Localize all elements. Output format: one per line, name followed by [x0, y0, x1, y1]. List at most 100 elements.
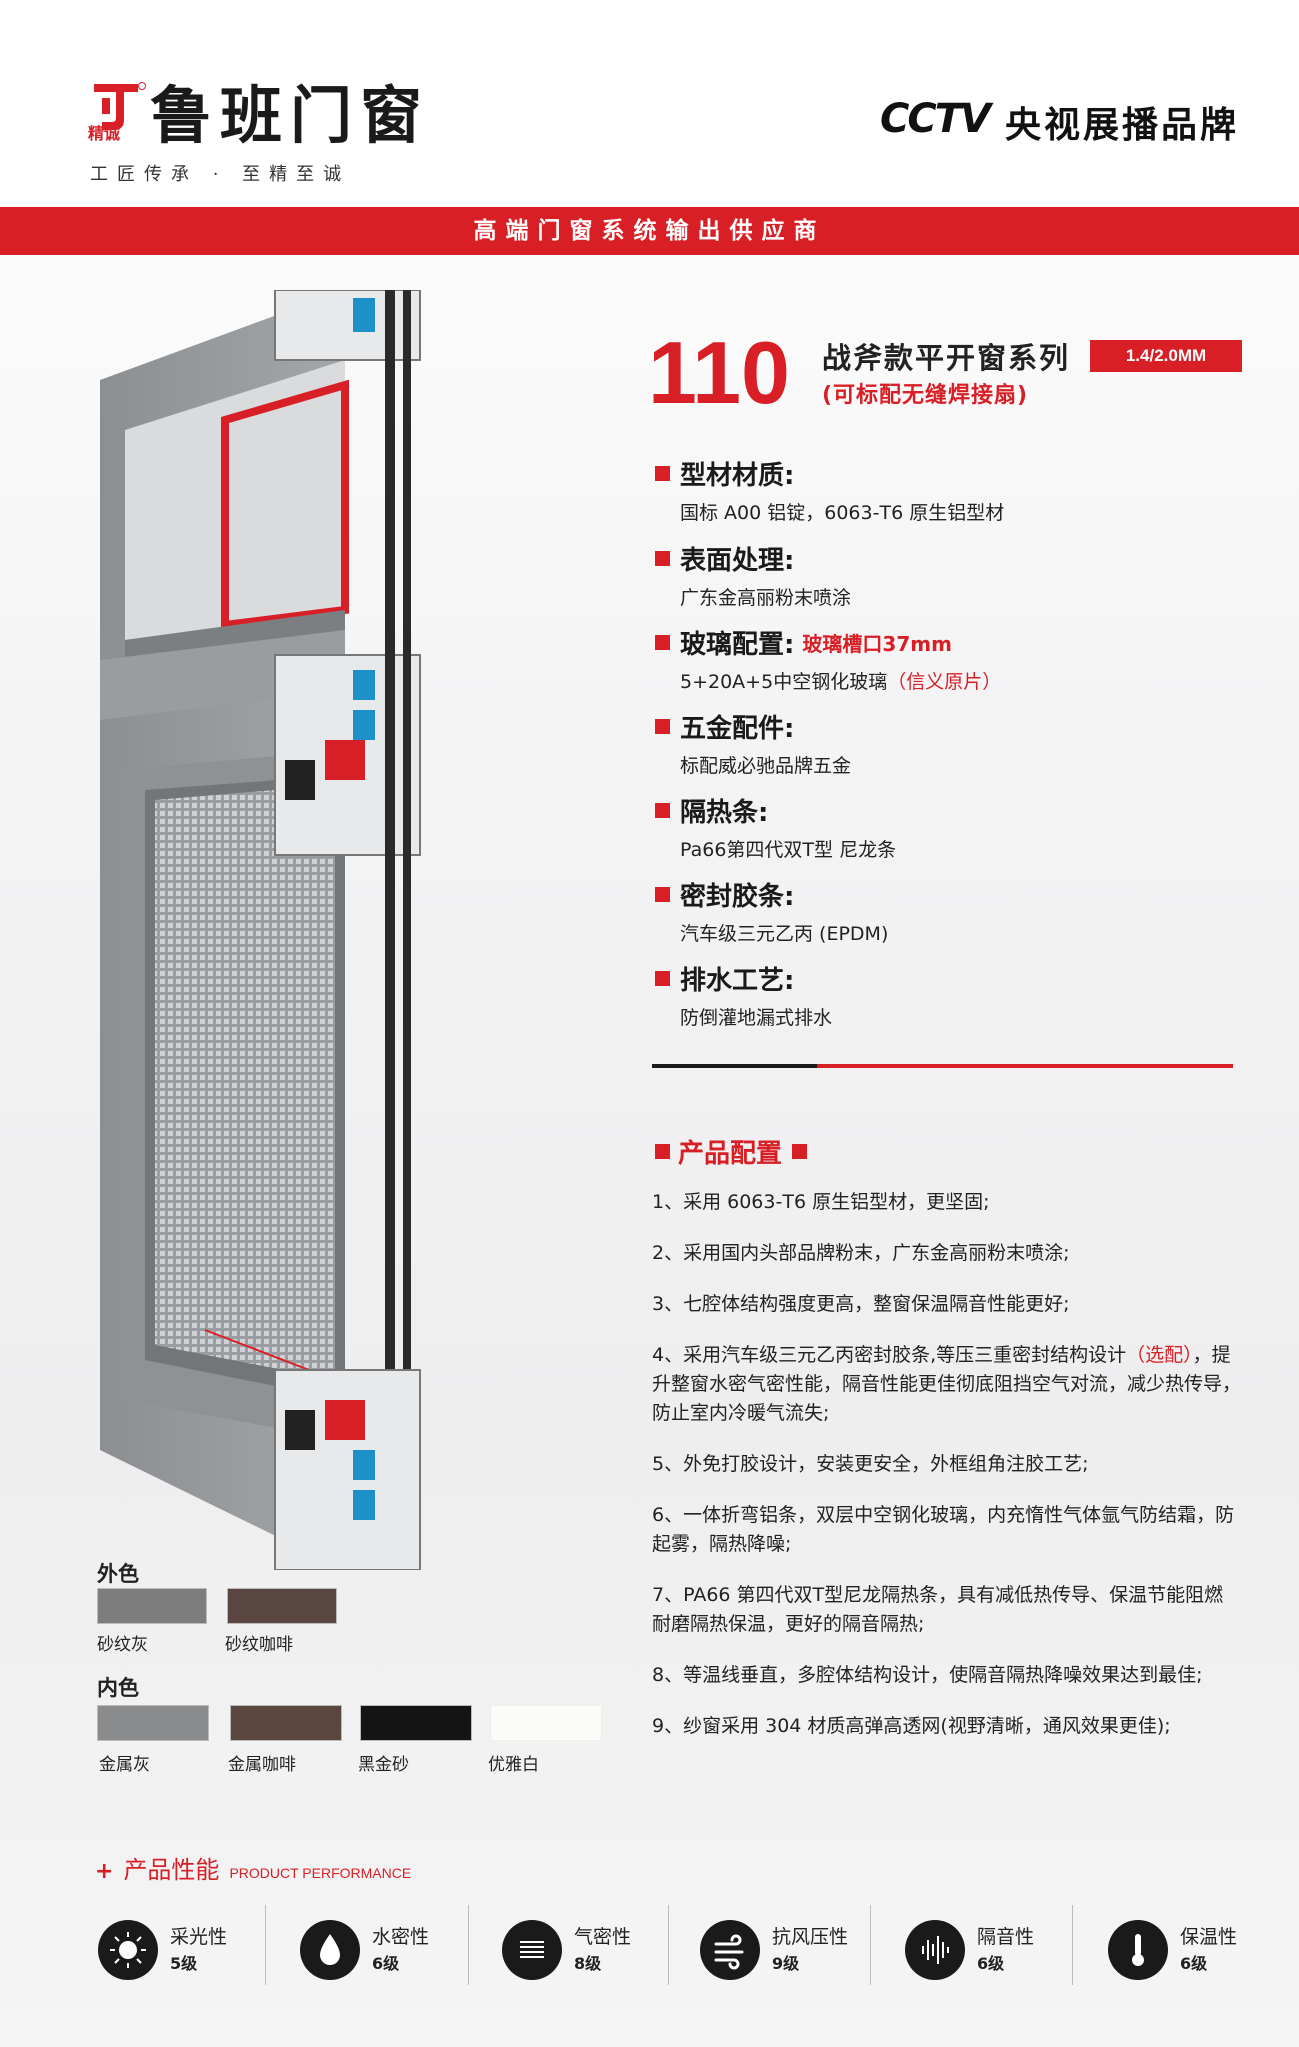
config-item: 5、外免打胶设计，安装更安全，外框组角注胶工艺; — [652, 1453, 1089, 1475]
divider — [668, 1905, 669, 1985]
swatch-label: 砂纹灰 — [97, 1635, 148, 1655]
bullet-square-icon — [655, 466, 670, 481]
spec-title: 五金配件: — [680, 714, 795, 744]
inner-color-title: 内色 — [97, 1676, 139, 1700]
brand-logo-icon — [88, 80, 146, 142]
config-item-red: （选配） — [1126, 1344, 1193, 1366]
plus-icon: + — [95, 1859, 114, 1884]
performance-title: + 产品性能 PRODUCT PERFORMANCE — [95, 1850, 411, 1885]
spec-title: 排水工艺: — [680, 966, 795, 996]
config-title-text: 产品配置 — [678, 1139, 783, 1169]
swatch-label: 金属灰 — [99, 1755, 150, 1775]
divider — [468, 1905, 469, 1985]
bullet-square-icon — [655, 635, 670, 650]
swatch-label: 砂纹咖啡 — [225, 1635, 293, 1655]
bullet-square-icon — [655, 551, 670, 566]
spec-desc: 汽车级三元乙丙 (EPDM) — [680, 923, 889, 945]
performance-level: 9级 — [772, 1954, 800, 1973]
spec-item: 密封胶条: 汽车级三元乙丙 (EPDM) — [655, 876, 888, 946]
spec-desc: Pa66第四代双T型 尼龙条 — [680, 839, 897, 861]
cctv-text: 央视展播品牌 — [1005, 105, 1240, 146]
bullet-square-icon — [655, 1144, 670, 1159]
config-section-title: 产品配置 — [655, 1133, 808, 1170]
performance-label: 抗风压性 — [772, 1926, 849, 1948]
color-swatch — [490, 1705, 602, 1741]
series-name: 战斧款平开窗系列 — [822, 341, 1071, 375]
config-item: 8、等温线垂直，多腔体结构设计，使隔音隔热降噪效果达到最佳; — [652, 1664, 1203, 1686]
performance-title-cn: 产品性能 — [123, 1856, 220, 1884]
spec-desc-text: 5+20A+5中空钢化玻璃 — [680, 671, 888, 693]
banner-text: 高端门窗系统输出供应商 — [473, 218, 826, 244]
performance-level: 8级 — [574, 1954, 602, 1973]
spec-item: 五金配件: 标配威必驰品牌五金 — [655, 708, 851, 778]
config-item: 9、纱窗采用 304 材质高弹高透网(视野清晰，通风效果更佳); — [652, 1715, 1171, 1737]
performance-level: 6级 — [977, 1954, 1005, 1973]
performance-label: 采光性 — [170, 1926, 228, 1948]
spec-desc: 5+20A+5中空钢化玻璃（信义原片） — [680, 667, 1001, 694]
series-number: 110 — [648, 323, 790, 422]
spec-title: 隔热条: — [680, 798, 769, 828]
color-swatch — [227, 1588, 337, 1624]
config-item: 7、PA66 第四代双T型尼龙隔热条，具有减低热传导、保温节能阻燃耐磨隔热保温，… — [652, 1584, 1224, 1635]
wind-icon — [700, 1920, 760, 1980]
performance-label: 水密性 — [372, 1926, 430, 1948]
performance-level: 6级 — [1180, 1954, 1208, 1973]
performance-level: 6级 — [372, 1954, 400, 1973]
spec-item: 排水工艺: 防倒灌地漏式排水 — [655, 960, 832, 1030]
spec-desc-red: （信义原片） — [887, 671, 1002, 693]
spec-title: 型材材质: — [680, 461, 795, 491]
logo-text: 精诚 — [88, 124, 121, 143]
divider — [1072, 1905, 1073, 1985]
thermometer-icon — [1108, 1920, 1168, 1980]
bullet-square-icon — [655, 803, 670, 818]
divider — [265, 1905, 266, 1985]
spec-item: 隔热条: Pa66第四代双T型 尼龙条 — [655, 792, 896, 862]
spec-desc: 防倒灌地漏式排水 — [680, 1007, 833, 1029]
performance-label: 保温性 — [1180, 1926, 1238, 1948]
air-lines-icon — [502, 1920, 562, 1980]
config-item-text: 4、采用汽车级三元乙丙密封胶条,等压三重密封结构设计 — [652, 1344, 1127, 1366]
sound-wave-icon — [905, 1920, 965, 1980]
performance-level: 5级 — [170, 1954, 198, 1973]
spec-desc: 广东金高丽粉末喷涂 — [680, 587, 852, 609]
spec-item: 玻璃配置: 玻璃槽口37mm 5+20A+5中空钢化玻璃（信义原片） — [655, 624, 1001, 694]
spec-item: 型材材质: 国标 A00 铝锭，6063-T6 原生铝型材 — [655, 455, 1004, 525]
config-item-rest: ，提升整窗水密气密性能，隔音性能更佳彻底阻挡空气对流，减少热传导，防止室内冷暖气… — [652, 1344, 1242, 1424]
spec-title: 玻璃配置: — [680, 630, 795, 660]
color-swatch — [230, 1705, 342, 1741]
divider — [817, 1064, 1233, 1068]
config-item: 3、七腔体结构强度更高，整窗保温隔音性能更好; — [652, 1293, 1070, 1315]
color-swatch — [97, 1588, 207, 1624]
spec-note: 玻璃槽口37mm — [802, 632, 952, 656]
water-drop-icon — [300, 1920, 360, 1980]
red-banner: 高端门窗系统输出供应商 — [0, 207, 1299, 255]
series-subtitle: (可标配无缝焊接扇) — [822, 383, 1029, 408]
swatch-label: 优雅白 — [488, 1755, 539, 1775]
cctv-logo: CCTV — [880, 96, 991, 142]
sun-icon — [98, 1920, 158, 1980]
outer-color-title: 外色 — [97, 1562, 139, 1586]
header: 精诚 鲁班门窗 工匠传承 · 至精至诚 CCTV 央视展播品牌 — [0, 0, 1299, 205]
bullet-square-icon — [792, 1144, 808, 1159]
spec-desc: 国标 A00 铝锭，6063-T6 原生铝型材 — [680, 502, 1005, 524]
config-item: 4、采用汽车级三元乙丙密封胶条,等压三重密封结构设计（选配），提升整窗水密气密性… — [652, 1341, 1242, 1428]
window-profile-illustration — [95, 289, 555, 1571]
performance-title-en: PRODUCT PERFORMANCE — [229, 1865, 412, 1881]
bullet-square-icon — [655, 719, 670, 734]
brand-name: 鲁班门窗 — [150, 79, 431, 152]
bullet-square-icon — [655, 887, 670, 902]
color-swatch — [97, 1705, 209, 1741]
config-item: 6、一体折弯铝条，双层中空钢化玻璃，内充惰性气体氩气防结霜，防起雾，隔热降噪; — [652, 1504, 1235, 1555]
divider — [652, 1064, 817, 1068]
config-item: 2、采用国内头部品牌粉末，广东金高丽粉末喷涂; — [652, 1242, 1070, 1264]
performance-label: 隔音性 — [977, 1926, 1035, 1948]
swatch-label: 金属咖啡 — [228, 1755, 296, 1775]
swatch-label: 黑金砂 — [358, 1755, 409, 1775]
slogan: 工匠传承 · 至精至诚 — [90, 164, 351, 185]
performance-label: 气密性 — [574, 1926, 632, 1948]
color-swatch — [360, 1705, 472, 1741]
spec-item: 表面处理: 广东金高丽粉末喷涂 — [655, 540, 851, 610]
spec-desc: 标配威必驰品牌五金 — [680, 755, 852, 777]
config-item: 1、采用 6063-T6 原生铝型材，更坚固; — [652, 1191, 990, 1213]
thickness-badge: 1.4/2.0MM — [1090, 340, 1242, 372]
